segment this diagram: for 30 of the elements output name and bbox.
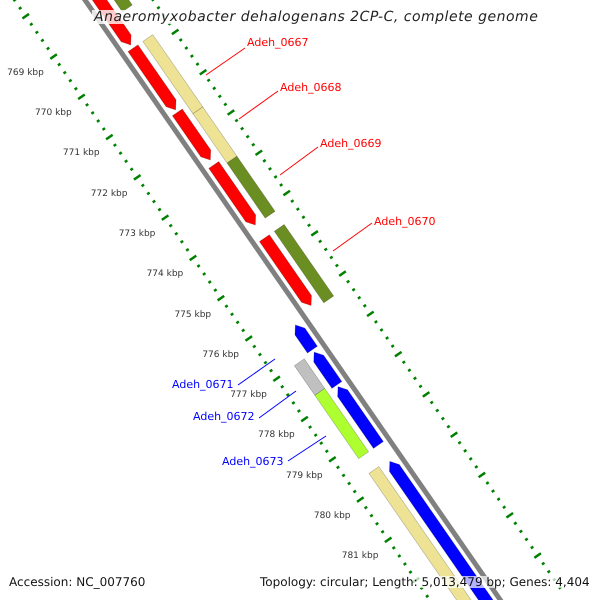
leader-line [332,222,372,252]
genome-info-text: Topology: circular; Length: 5,013,479 bp; Genes: 4,404 [260,576,590,588]
scale-label: 779 kbp [286,472,323,481]
scale-label: 777 kbp [230,391,267,400]
scale-label: 778 kbp [258,431,295,440]
scale-label: 772 kbp [90,190,128,199]
gene-label: Adeh_0672 [193,411,255,422]
scale-label: 774 kbp [146,270,184,280]
scale-label: 781 kbp [342,552,378,562]
accession-text: Accession: NC_007760 [9,576,146,588]
scale-label: 776 kbp [202,350,240,360]
leader-line [238,358,276,386]
scale-label: 775 kbp [174,310,212,320]
leader-line [280,146,318,176]
gene-label: Adeh_0671 [172,379,234,390]
gene-label: Adeh_0669 [320,138,382,149]
leader-line [288,436,326,462]
leader-line [206,48,246,76]
leader-line [258,390,296,418]
scale-label: 770 kbp [35,109,72,118]
gene-label: Adeh_0673 [222,456,284,467]
scale-label: 780 kbp [314,512,351,521]
gene-label: Adeh_0667 [247,37,309,48]
scale-label: 773 kbp [118,230,156,240]
gene-label: Adeh_0668 [280,82,342,93]
scale-label: 769 kbp [7,68,44,78]
scale-label: 771 kbp [62,149,100,158]
genome-title: Anaeromyxobacter dehalogenans 2CP-C, complete genome [92,10,540,24]
leader-line [238,90,278,120]
gene-label: Adeh_0670 [374,216,436,227]
